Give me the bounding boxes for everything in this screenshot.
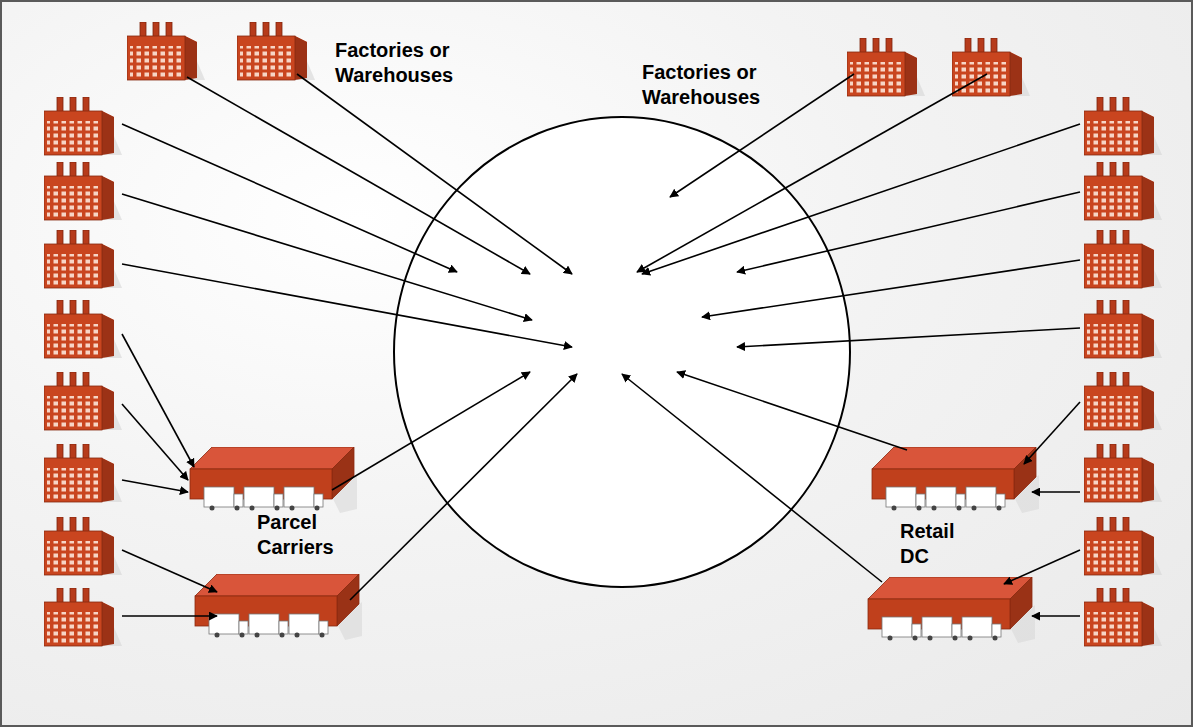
carrier-label: Parcel Carriers xyxy=(257,510,357,560)
flow-arrow xyxy=(122,264,572,347)
flow-arrow xyxy=(122,124,457,272)
factory-icon xyxy=(44,588,122,646)
factory-icon xyxy=(44,97,122,155)
flow-arrow xyxy=(737,192,1080,272)
factory-icon xyxy=(44,517,122,575)
flow-arrow xyxy=(1032,615,1080,617)
factory-icon xyxy=(44,372,122,430)
flow-arrow xyxy=(297,74,572,274)
factory-icon xyxy=(1084,97,1162,155)
factory-icon xyxy=(237,22,315,80)
label-holder: Factories or Warehouses xyxy=(335,38,495,88)
region-label: Factories or Warehouses xyxy=(642,60,802,110)
factory-icon xyxy=(1084,372,1162,430)
retail-dc-building xyxy=(872,447,1039,513)
flow-arrow xyxy=(642,124,1080,274)
flow-arrow xyxy=(702,260,1080,317)
factory-icon xyxy=(1084,588,1162,646)
parcel-carrier-hub xyxy=(190,447,357,513)
label-holder: Retail DC xyxy=(900,519,972,569)
flow-arrows xyxy=(122,74,1080,616)
label-holder: Parcel Carriers xyxy=(257,510,357,560)
factory-icon xyxy=(127,22,205,80)
flow-arrow xyxy=(122,615,217,617)
factory-icon xyxy=(1084,230,1162,288)
dc-label: Retail DC xyxy=(900,519,972,569)
parcel-carrier-hub xyxy=(195,574,362,640)
flow-arrow xyxy=(122,334,194,467)
factory-icon xyxy=(1084,444,1162,502)
factory-icon xyxy=(1084,517,1162,575)
factory-icon xyxy=(44,300,122,358)
flow-arrow xyxy=(677,372,907,450)
flow-arrow xyxy=(350,374,577,600)
flow-arrow xyxy=(1024,402,1080,464)
factory-icons xyxy=(44,22,1162,646)
factory-icon xyxy=(1084,162,1162,220)
flow-arrow xyxy=(122,550,217,592)
factory-icon xyxy=(847,38,925,96)
label-holder: Factories or Warehouses xyxy=(642,60,802,110)
flow-arrow xyxy=(1004,550,1080,584)
region-label: Factories or Warehouses xyxy=(335,38,495,88)
flow-arrow xyxy=(332,372,530,490)
distribution-centers xyxy=(190,447,1039,643)
retail-dc-building xyxy=(868,577,1035,643)
flow-arrow xyxy=(622,374,882,582)
factory-icon xyxy=(44,230,122,288)
factory-icon xyxy=(44,444,122,502)
destination-ellipse xyxy=(394,117,850,587)
factory-icon xyxy=(1084,300,1162,358)
flow-arrow xyxy=(737,328,1080,347)
flow-arrow xyxy=(1032,491,1080,493)
flow-arrow xyxy=(122,480,188,492)
factory-icon xyxy=(44,162,122,220)
flow-arrow xyxy=(122,404,188,480)
